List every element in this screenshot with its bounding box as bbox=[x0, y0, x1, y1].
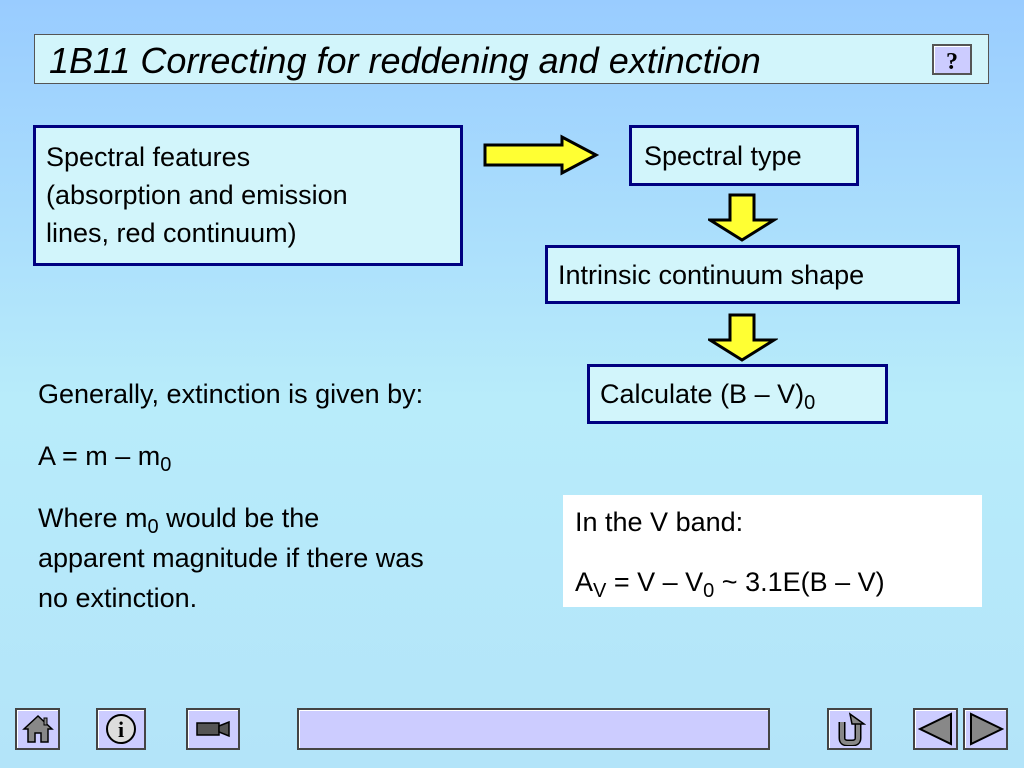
camera-button[interactable] bbox=[186, 708, 240, 750]
progress-bar bbox=[297, 708, 770, 750]
v-band-title: In the V band: bbox=[575, 507, 744, 537]
info-icon: i bbox=[106, 714, 136, 744]
svg-text:?: ? bbox=[946, 49, 958, 73]
intrinsic-continuum-box: Intrinsic continuum shape bbox=[545, 245, 960, 304]
help-button[interactable]: ? bbox=[932, 44, 972, 75]
v-band-equation: AV = V – V0 ~ 3.1E(B – V) bbox=[575, 562, 970, 602]
home-icon bbox=[21, 714, 54, 743]
next-icon bbox=[969, 712, 1004, 746]
v-band-a: A bbox=[575, 567, 594, 597]
v-band-box: In the V band: AV = V – V0 ~ 3.1E(B – V) bbox=[563, 495, 982, 607]
v-band-c: ~ 3.1E(B – V) bbox=[714, 567, 885, 597]
where-text-c: apparent magnitude if there was bbox=[38, 543, 424, 573]
v-band-sub-v: V bbox=[593, 580, 607, 602]
where-paragraph: Where m0 would be the apparent magnitude… bbox=[38, 498, 538, 618]
extinction-intro-text: Generally, extinction is given by: bbox=[38, 379, 424, 409]
svg-text:i: i bbox=[118, 717, 124, 742]
equation-lhs: A = m – m bbox=[38, 441, 161, 471]
where-text-b: would be the bbox=[158, 503, 320, 533]
v-band-sub-0: 0 bbox=[703, 580, 715, 602]
spectral-features-line2: (absorption and emission bbox=[46, 180, 348, 210]
where-text-a: Where m bbox=[38, 503, 148, 533]
v-band-b: = V – V bbox=[606, 567, 704, 597]
intrinsic-continuum-label: Intrinsic continuum shape bbox=[558, 260, 865, 290]
camera-icon bbox=[196, 720, 230, 738]
previous-button[interactable] bbox=[913, 708, 958, 750]
equation-subscript: 0 bbox=[160, 454, 172, 476]
extinction-intro: Generally, extinction is given by: bbox=[38, 374, 423, 414]
where-subscript: 0 bbox=[147, 516, 159, 538]
return-icon bbox=[838, 712, 866, 746]
home-button[interactable] bbox=[15, 708, 60, 750]
where-text-d: no extinction. bbox=[38, 583, 198, 613]
help-icon: ? bbox=[946, 49, 958, 73]
spectral-features-line1: Spectral features bbox=[46, 142, 251, 172]
info-button[interactable]: i bbox=[96, 708, 146, 750]
slide-title: 1B11 Correcting for reddening and extinc… bbox=[49, 40, 761, 81]
down-arrow-icon bbox=[708, 313, 778, 362]
spectral-type-box: Spectral type bbox=[629, 125, 859, 186]
down-arrow-icon bbox=[708, 193, 778, 242]
right-arrow-icon bbox=[483, 134, 600, 176]
return-button[interactable] bbox=[827, 708, 872, 750]
calculate-subscript: 0 bbox=[804, 392, 816, 414]
calculate-box: Calculate (B – V)0 bbox=[587, 364, 888, 424]
extinction-equation: A = m – m0 bbox=[38, 436, 171, 476]
next-button[interactable] bbox=[963, 708, 1008, 750]
previous-icon bbox=[917, 712, 952, 746]
spectral-features-line3: lines, red continuum) bbox=[46, 218, 297, 248]
title-bar: 1B11 Correcting for reddening and extinc… bbox=[34, 34, 989, 84]
calculate-label: Calculate (B – V) bbox=[600, 379, 805, 409]
spectral-features-box: Spectral features (absorption and emissi… bbox=[33, 125, 463, 266]
spectral-type-label: Spectral type bbox=[644, 141, 802, 171]
